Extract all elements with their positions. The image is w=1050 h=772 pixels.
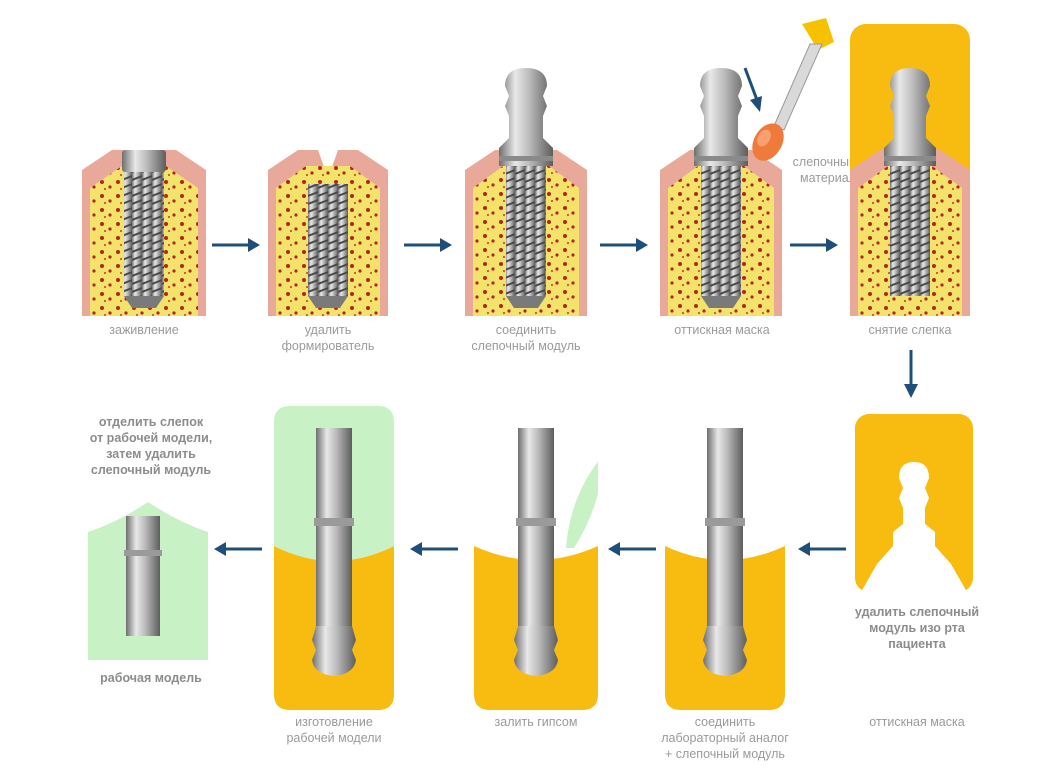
- caption-connect-coping: соединить слепочный модуль: [471, 323, 581, 353]
- caption-remove-cap: удалить формирователь: [281, 323, 375, 353]
- lab-analog-illustration: [665, 424, 785, 710]
- arrow-left-2: [606, 540, 656, 563]
- making-model-illustration: [274, 406, 394, 710]
- arrow-right-1: [212, 236, 262, 259]
- note-separate-model: отделить слепок от рабочей модели, затем…: [89, 415, 213, 477]
- caption-impression-tray: оттискная маска: [674, 323, 770, 337]
- taking-impression-illustration: [850, 24, 970, 316]
- caption-working-model: рабочая модель: [100, 671, 202, 685]
- caption-pour-plaster: залить гипсом: [494, 715, 578, 729]
- caption-impression-tray-2: оттискная маска: [869, 715, 965, 729]
- note-remove-coping: удалить слепочный модуль изо рта пациент…: [854, 605, 980, 651]
- arrow-left-3: [408, 540, 458, 563]
- arrow-down-syringe: [740, 66, 770, 121]
- arrow-right-3: [600, 236, 650, 259]
- caption-taking-impression: снятие слепка: [868, 323, 952, 337]
- remove-cap-illustration: [268, 150, 388, 316]
- label-impression-material: слепочный материал: [792, 155, 856, 185]
- arrow-right-4: [790, 236, 840, 259]
- caption-lab-analog: соединить лабораторный аналог + слепочны…: [661, 715, 789, 761]
- removed-coping-impression-illustration: [855, 414, 973, 592]
- healing-illustration: [82, 150, 206, 316]
- arrow-left-4: [212, 540, 262, 563]
- caption-making-model: изготовление рабочей модели: [286, 715, 382, 745]
- caption-healing: заживление: [109, 323, 179, 337]
- arrow-right-2: [404, 236, 454, 259]
- arrow-down-5: [902, 350, 920, 405]
- impression-tray-illustration: [660, 64, 782, 316]
- arrow-left-1: [796, 540, 846, 563]
- connect-coping-illustration: [465, 64, 587, 316]
- pour-plaster-illustration: [474, 424, 598, 710]
- working-model-illustration: [88, 492, 208, 660]
- syringe-illustration: [738, 14, 838, 164]
